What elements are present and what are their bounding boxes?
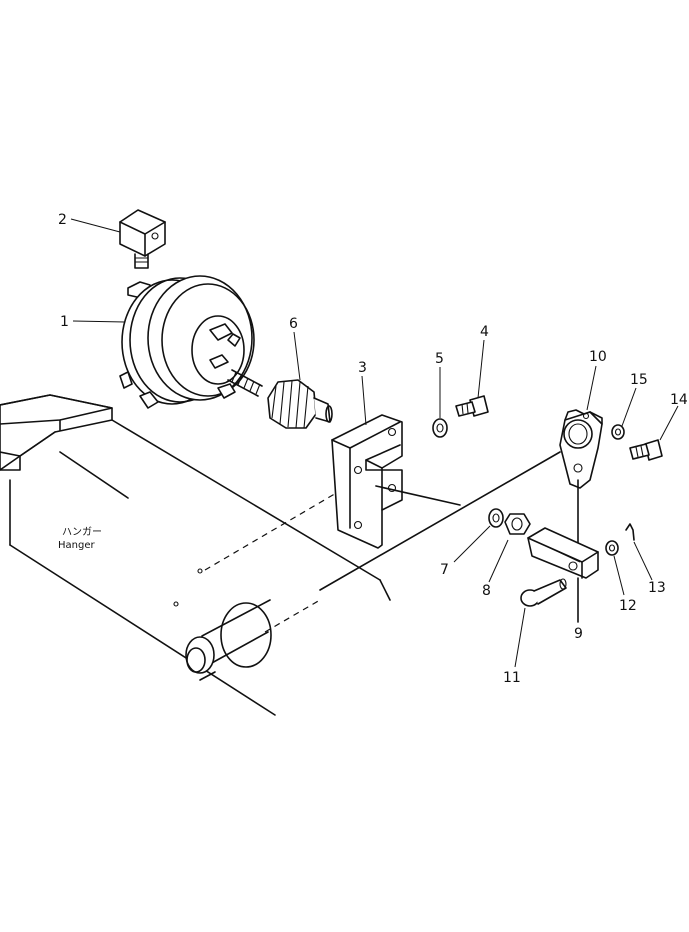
- callout-7: 7: [440, 562, 449, 578]
- hanger-beam: [0, 394, 391, 716]
- hidden-line-upper: [204, 481, 356, 571]
- callout-15: 15: [630, 372, 648, 388]
- callout-9: 9: [574, 626, 583, 642]
- hanger-label-en: Hanger: [58, 540, 95, 551]
- shaft: [185, 451, 561, 681]
- hole-mark-1: [197, 568, 203, 574]
- callout-numbers: 2 1 6 3 5 4 10 15 14 7 8 12 13 9 11: [58, 212, 688, 686]
- callout-6: 6: [289, 316, 298, 332]
- part-11-pin: [520, 578, 567, 607]
- leader-lines: [70, 218, 679, 668]
- part-2-block: [119, 209, 166, 269]
- callout-5: 5: [435, 351, 444, 367]
- hanger-label: ハンガー Hanger: [58, 526, 102, 551]
- callout-13: 13: [648, 580, 666, 596]
- hole-mark-2: [173, 601, 179, 607]
- part-14-bolt: [629, 439, 663, 461]
- part-5-washer: [432, 418, 448, 438]
- part-9-clevis: [527, 527, 599, 623]
- part-4-bolt: [455, 395, 489, 417]
- callout-4: 4: [480, 324, 489, 340]
- part-15-washer: [611, 424, 625, 440]
- part-13-cotter-pin: [625, 523, 635, 541]
- hidden-line-lower: [264, 599, 321, 633]
- part-3-bracket: [331, 414, 461, 549]
- part-6-boot: [267, 379, 333, 429]
- hanger-label-jp: ハンガー: [62, 526, 102, 538]
- part-7-lock-washer: [488, 508, 504, 528]
- callout-14: 14: [670, 392, 688, 408]
- callout-11: 11: [503, 670, 521, 686]
- part-1-brake-chamber: [119, 275, 263, 409]
- part-8-nut: [504, 513, 531, 535]
- callout-10: 10: [589, 349, 607, 365]
- callout-12: 12: [619, 598, 637, 614]
- callout-8: 8: [482, 583, 491, 599]
- part-12-washer: [605, 540, 619, 556]
- callout-3: 3: [358, 360, 367, 376]
- callout-1: 1: [60, 314, 69, 330]
- callout-2: 2: [58, 212, 67, 228]
